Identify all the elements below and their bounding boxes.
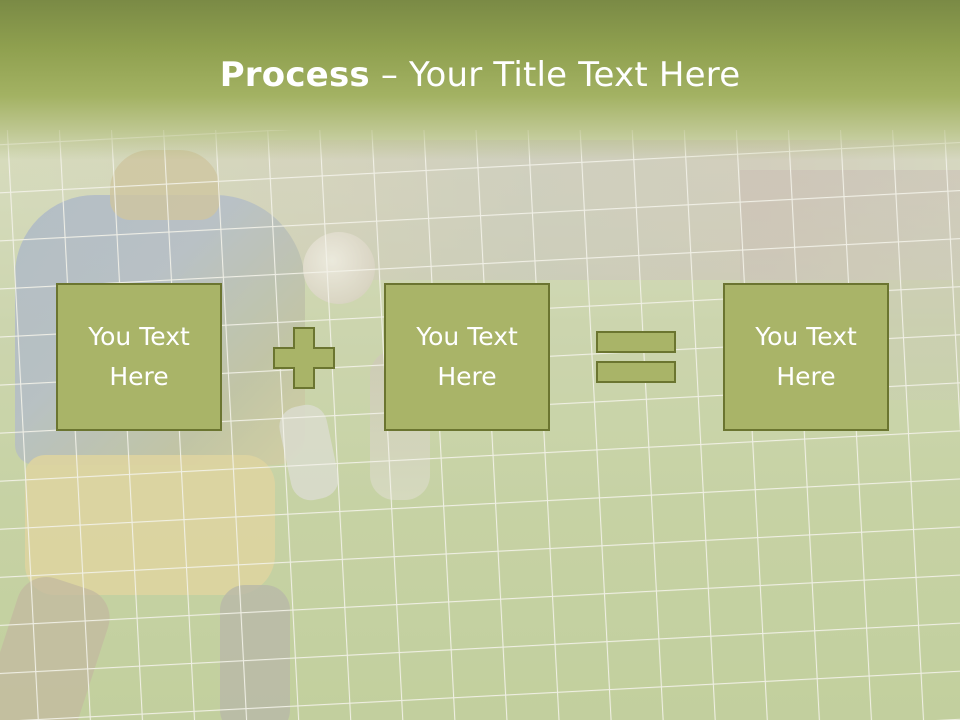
process-box-2[interactable]: You Text Here — [384, 283, 550, 431]
title-bar: Process – Your Title Text Here — [0, 0, 960, 160]
process-box-3[interactable]: You Text Here — [723, 283, 889, 431]
equals-icon — [596, 331, 676, 383]
title-bold: Process — [219, 55, 370, 95]
process-box-1[interactable]: You Text Here — [56, 283, 222, 431]
process-box-1-label: You Text Here — [88, 322, 190, 391]
plus-icon — [273, 327, 335, 389]
process-box-2-label: You Text Here — [416, 322, 518, 391]
title-rest: – Your Title Text Here — [369, 55, 741, 95]
slide-title: Process – Your Title Text Here — [0, 54, 960, 96]
process-box-3-label: You Text Here — [755, 322, 857, 391]
